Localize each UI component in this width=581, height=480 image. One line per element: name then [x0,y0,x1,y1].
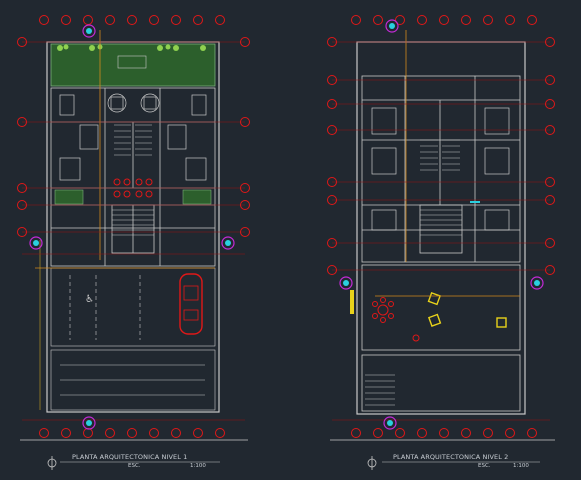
plan2-stairs [420,139,462,236]
plan1-bath-right [182,189,212,205]
plan2-parking [365,374,395,406]
level-marker-icon [339,19,544,430]
plan2-grid-bubbles [327,15,555,438]
plan1-dining [107,93,160,113]
plan2-esc-label: ESC. [478,463,491,469]
phi-north-arrow-icon [367,456,377,470]
level-marker-icon [29,24,235,430]
plan2-esc-value: 1:100 [513,463,529,469]
plan2-red-furniture [372,297,420,342]
car-icon [179,273,203,335]
plan1-esc-value: 1:100 [190,463,206,469]
plan2-yellow-marker [350,290,354,314]
plan1-living [59,94,207,181]
plan1-bath-left [54,189,84,205]
plan-level-1: ♿ [17,15,250,470]
plan1-stairs [112,124,154,236]
plan2-title: PLANTA ARQUITECTONICA NIVEL 2 [393,453,509,461]
phi-north-arrow-icon [47,456,57,470]
accessibility-icon: ♿ [85,294,94,305]
plan1-title: PLANTA ARQUITECTONICA NIVEL 1 [72,453,188,461]
plan1-esc-label: ESC. [128,463,141,469]
plan-level-2 [327,15,555,470]
plan2-yellow-furniture [427,291,507,328]
plan2-beds [371,107,510,231]
plan2-grid-axes [332,41,550,421]
plan1-grid-axes [22,41,245,421]
plan1-garden [50,43,216,87]
plan1-red-furniture [113,178,153,198]
